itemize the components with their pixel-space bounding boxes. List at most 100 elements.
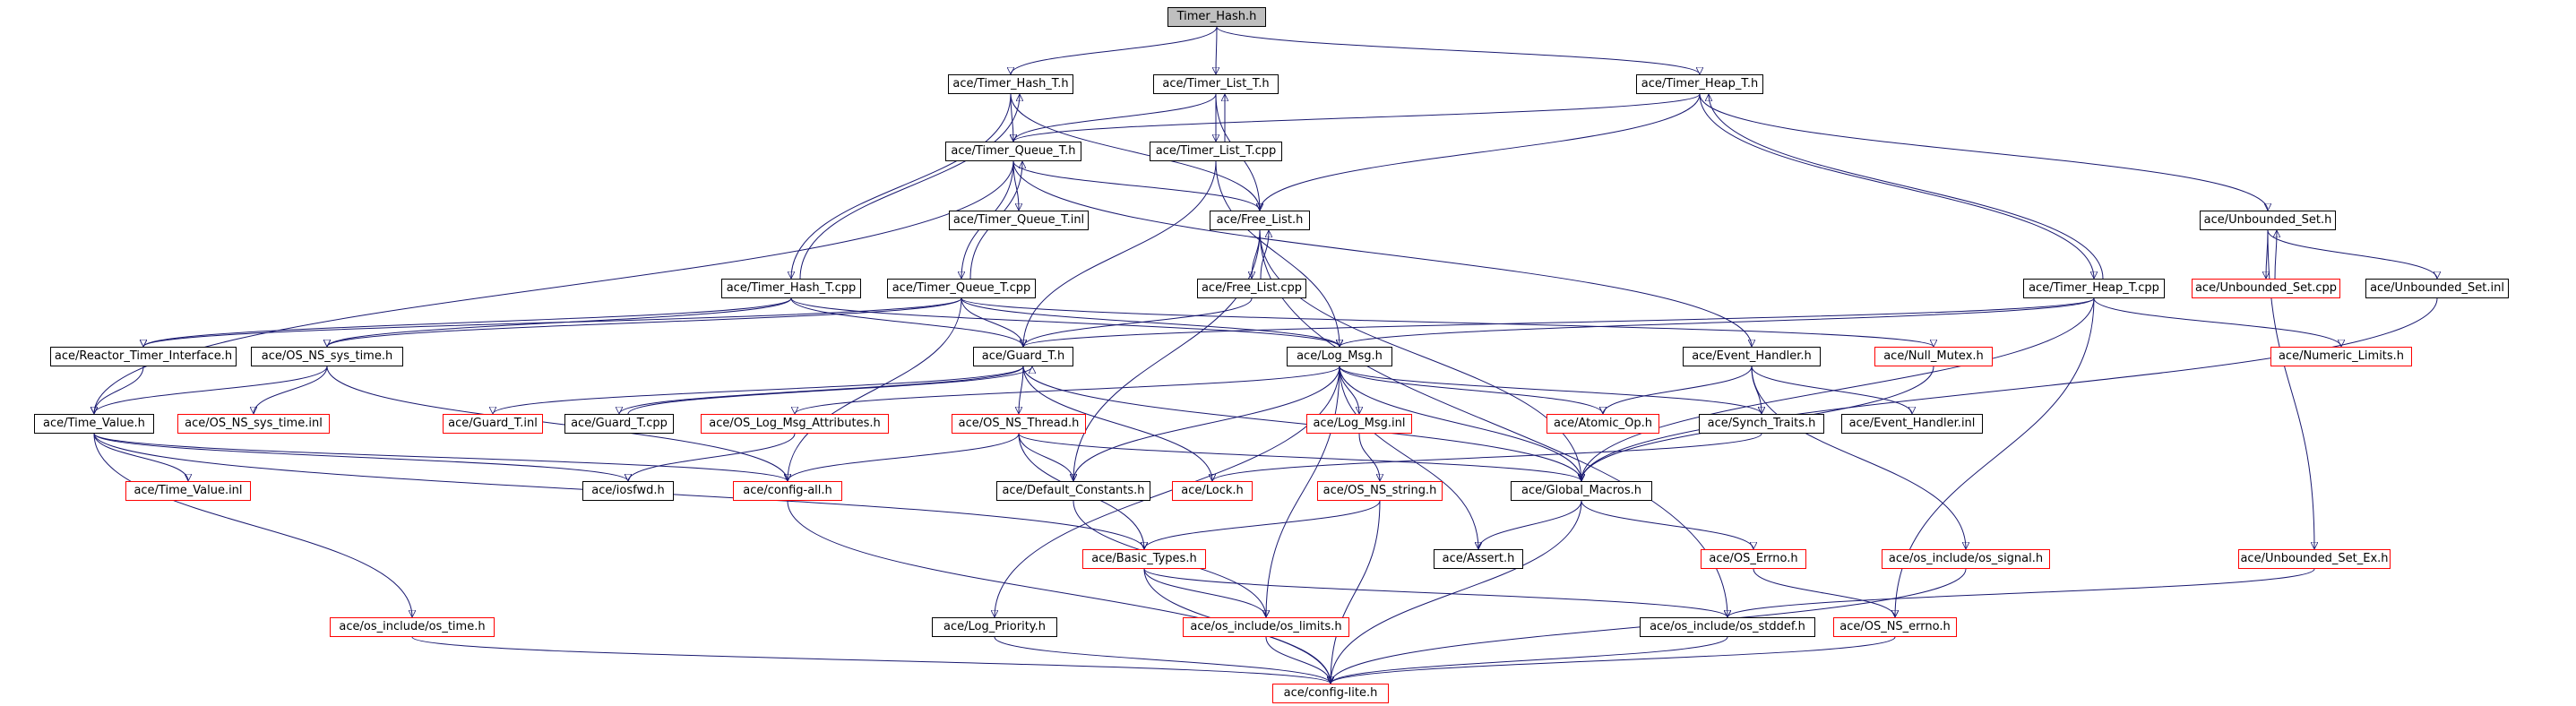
- node-unbounded-set-ex-h[interactable]: ace/Unbounded_Set_Ex.h: [2238, 549, 2391, 569]
- edge-n12-n38: [1581, 297, 2095, 481]
- edge-n9-n15: [143, 297, 792, 348]
- node-reactor-timer-interface-h[interactable]: ace/Reactor_Timer_Interface.h: [50, 347, 237, 366]
- edge-n0-n1: [1011, 26, 1218, 75]
- edge-n26-n33: [628, 433, 796, 482]
- edge-n9-n1: [799, 94, 1020, 280]
- edge-n43-n47: [1727, 568, 2315, 618]
- edge-n44-n49: [411, 636, 1331, 684]
- edge-n9-n17: [790, 297, 1023, 348]
- edge-n17-n24: [493, 366, 1024, 415]
- node-unbounded-set-h[interactable]: ace/Unbounded_Set.h: [2200, 211, 2336, 230]
- edge-n48-n49: [1331, 636, 1896, 684]
- edge-n11-n7: [1260, 230, 1269, 280]
- edge-n1-n7: [1010, 93, 1260, 211]
- edge-n14-n38: [1581, 297, 2438, 481]
- node-os-ns-errno-h[interactable]: ace/OS_NS_errno.h: [1833, 617, 1957, 637]
- node-unbounded-set-cpp[interactable]: ace/Unbounded_Set.cpp: [2192, 279, 2340, 298]
- node-os-include-os-stddef-h[interactable]: ace/os_include/os_stddef.h: [1640, 617, 1815, 637]
- node-timer-heap-t-h[interactable]: ace/Timer_Heap_T.h: [1636, 74, 1763, 94]
- edge-n10-n16: [327, 297, 962, 348]
- node-assert-h[interactable]: ace/Assert.h: [1434, 549, 1523, 569]
- edge-n18-n45: [995, 366, 1340, 617]
- node-numeric-limits-h[interactable]: ace/Numeric_Limits.h: [2270, 347, 2412, 366]
- node-free-list-cpp[interactable]: ace/Free_List.cpp: [1197, 279, 1306, 298]
- node-config-lite-h[interactable]: ace/config-lite.h: [1272, 684, 1389, 703]
- node-free-list-h[interactable]: ace/Free_List.h: [1210, 211, 1310, 230]
- node-timer-heap-t-cpp[interactable]: ace/Timer_Heap_T.cpp: [2023, 279, 2165, 298]
- edge-n45-n49: [994, 636, 1331, 684]
- node-os-include-os-signal-h[interactable]: ace/os_include/os_signal.h: [1882, 549, 2050, 569]
- node-timer-list-t-h[interactable]: ace/Timer_List_T.h: [1153, 74, 1279, 94]
- node-timer-hash-h: Timer_Hash.h: [1167, 7, 1266, 27]
- edge-n3-n7: [1260, 93, 1701, 211]
- node-timer-list-t-cpp[interactable]: ace/Timer_List_T.cpp: [1150, 142, 1282, 161]
- node-log-msg-h[interactable]: ace/Log_Msg.h: [1287, 347, 1392, 366]
- node-os-errno-h[interactable]: ace/OS_Errno.h: [1701, 549, 1806, 569]
- node-atomic-op-h[interactable]: ace/Atomic_Op.h: [1546, 414, 1659, 434]
- node-lock-h[interactable]: ace/Lock.h: [1172, 481, 1253, 501]
- edge-n0-n3: [1216, 26, 1700, 75]
- node-os-ns-thread-h[interactable]: ace/OS_NS_Thread.h: [952, 414, 1086, 434]
- node-time-value-h[interactable]: ace/Time_Value.h: [34, 414, 154, 434]
- node-os-ns-sys-time-h[interactable]: ace/OS_NS_sys_time.h: [251, 347, 403, 366]
- edge-n17-n36: [1022, 366, 1212, 481]
- node-guard-t-cpp[interactable]: ace/Guard_T.cpp: [564, 414, 674, 434]
- edge-n19-n42: [1751, 366, 1966, 549]
- edge-n19-n29: [1603, 366, 1753, 415]
- node-event-handler-h[interactable]: ace/Event_Handler.h: [1683, 347, 1821, 366]
- edge-n39-n47: [1143, 568, 1727, 618]
- node-time-value-inl[interactable]: ace/Time_Value.inl: [125, 481, 251, 501]
- node-os-ns-string-h[interactable]: ace/OS_NS_string.h: [1317, 481, 1443, 501]
- node-os-include-os-limits-h[interactable]: ace/os_include/os_limits.h: [1183, 617, 1349, 637]
- edge-n4-n6: [1012, 160, 1019, 211]
- edge-n22-n34: [93, 433, 788, 482]
- edge-n16-n34: [326, 366, 788, 481]
- edge-n17-n27: [1019, 366, 1024, 414]
- edge-n12-n17: [1023, 297, 2095, 348]
- edge-n47-n49: [1331, 636, 1728, 684]
- node-guard-t-inl[interactable]: ace/Guard_T.inl: [443, 414, 543, 434]
- edge-n38-n41: [1581, 500, 1753, 550]
- edge-n17-n25: [619, 366, 1024, 415]
- node-event-handler-inl[interactable]: ace/Event_Handler.inl: [1841, 414, 1983, 434]
- node-config-all-h[interactable]: ace/config-all.h: [733, 481, 842, 501]
- edge-n18-n46: [1266, 366, 1340, 617]
- node-global-macros-h[interactable]: ace/Global_Macros.h: [1511, 481, 1652, 501]
- edge-n38-n49: [1331, 500, 1582, 684]
- node-basic-types-h[interactable]: ace/Basic_Types.h: [1082, 549, 1206, 569]
- edge-n22-n32: [93, 433, 188, 482]
- edge-n18-n35: [1073, 366, 1340, 481]
- node-log-msg-inl[interactable]: ace/Log_Msg.inl: [1306, 414, 1412, 434]
- node-timer-queue-t-cpp[interactable]: ace/Timer_Queue_T.cpp: [887, 279, 1036, 298]
- node-timer-queue-t-inl[interactable]: ace/Timer_Queue_T.inl: [949, 211, 1089, 230]
- edge-n11-n17: [1023, 297, 1253, 348]
- edge-n4-n19: [1012, 160, 1752, 347]
- edge-n3-n12: [1699, 93, 2094, 279]
- node-unbounded-set-inl[interactable]: ace/Unbounded_Set.inl: [2365, 279, 2509, 298]
- node-synch-traits-h[interactable]: ace/Synch_Traits.h: [1699, 414, 1824, 434]
- edge-n16-n23: [254, 366, 328, 415]
- edge-n9-n18: [790, 297, 1340, 348]
- node-log-priority-h[interactable]: ace/Log_Priority.h: [932, 617, 1057, 637]
- node-iosfwd-h[interactable]: ace/iosfwd.h: [582, 481, 674, 501]
- node-timer-queue-t-h[interactable]: ace/Timer_Queue_T.h: [945, 142, 1081, 161]
- edge-n18-n40: [1339, 366, 1478, 549]
- edge-n10-n15: [143, 297, 962, 348]
- edge-n28-n37: [1358, 433, 1380, 481]
- node-os-log-msg-attributes-h[interactable]: ace/OS_Log_Msg_Attributes.h: [701, 414, 889, 434]
- edge-n25-n17: [627, 366, 1032, 415]
- node-default-constants-h[interactable]: ace/Default_Constants.h: [996, 481, 1150, 501]
- edge-n12-n18: [1340, 297, 2095, 348]
- edge-n10-n20: [961, 297, 1934, 348]
- edge-n18-n29: [1339, 366, 1603, 415]
- node-timer-hash-t-h[interactable]: ace/Timer_Hash_T.h: [948, 74, 1073, 94]
- node-os-ns-sys-time-inl[interactable]: ace/OS_NS_sys_time.inl: [177, 414, 330, 434]
- node-null-mutex-h[interactable]: ace/Null_Mutex.h: [1874, 347, 1993, 366]
- edge-n10-n18: [961, 297, 1340, 348]
- edge-n37-n49: [1331, 500, 1381, 684]
- node-os-include-os-time-h[interactable]: ace/os_include/os_time.h: [330, 617, 495, 637]
- node-timer-hash-t-cpp[interactable]: ace/Timer_Hash_T.cpp: [721, 279, 861, 298]
- edge-n2-n4: [1013, 93, 1217, 142]
- node-guard-t-h[interactable]: ace/Guard_T.h: [973, 347, 1073, 366]
